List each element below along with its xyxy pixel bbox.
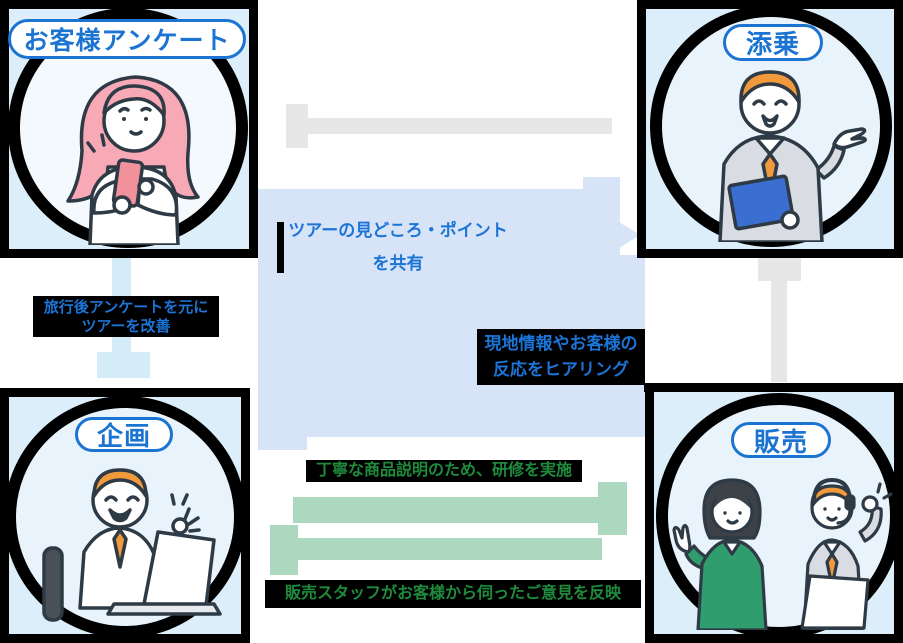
gray-arrow-right-bar [771, 280, 787, 382]
survey-label: お客様アンケート [23, 27, 231, 55]
share-text-line1: ツアーの見どころ・ポイント [288, 221, 508, 240]
escort-label-pill: 添乗 [723, 24, 823, 61]
green-arrowhead-right [598, 482, 627, 535]
gray-arrow-top-bar [308, 118, 612, 134]
blue-exchange-block [258, 189, 645, 437]
hearing-text-line2: 反応をヒアリング [493, 360, 629, 379]
survey-label-pill: お客様アンケート [8, 19, 246, 59]
tour-conductor-illustration [718, 70, 867, 242]
green-arrowhead-left [270, 525, 298, 575]
cyan-arrowhead-down [97, 352, 150, 378]
green-arrow-right-bar [293, 497, 600, 523]
feedback-text: 販売スタッフがお客様から伺ったご意見を反映 [284, 585, 621, 602]
blue-exchange-block-foot [258, 437, 307, 450]
gray-arrowhead-left [286, 104, 308, 148]
improve-text-line2: ツアーを改善 [81, 317, 171, 335]
training-text: 丁寧な商品説明のため、研修を実施 [315, 462, 572, 479]
improve-text-box: 旅行後アンケートを元に ツアーを改善 [33, 296, 219, 337]
planning-label: 企画 [96, 421, 151, 451]
improve-text-line1: 旅行後アンケートを元に [43, 298, 209, 316]
planning-label-pill: 企画 [75, 417, 173, 452]
escort-label: 添乗 [745, 29, 800, 59]
blue-exchange-block-tab [583, 177, 620, 190]
training-text-box: 丁寧な商品説明のため、研修を実施 [306, 460, 582, 482]
woman-using-smartphone-illustration [66, 75, 200, 245]
blue-block-left-bar [277, 222, 284, 273]
sales-staff-illustration [672, 478, 893, 630]
green-arrow-left-bar [298, 538, 602, 560]
hearing-text-box: 現地情報やお客様の 反応をヒアリング [477, 329, 645, 385]
blue-arrowhead-right-icon [619, 222, 640, 248]
hearing-text-line1: 現地情報やお客様の [484, 334, 638, 353]
share-text-line2: を共有 [372, 254, 424, 273]
planner-at-laptop-illustration [42, 468, 222, 622]
sales-label: 販売 [753, 426, 808, 457]
feedback-text-box: 販売スタッフがお客様から伺ったご意見を反映 [265, 580, 641, 608]
sales-label-pill: 販売 [731, 422, 831, 458]
gray-arrowhead-up [758, 258, 801, 281]
